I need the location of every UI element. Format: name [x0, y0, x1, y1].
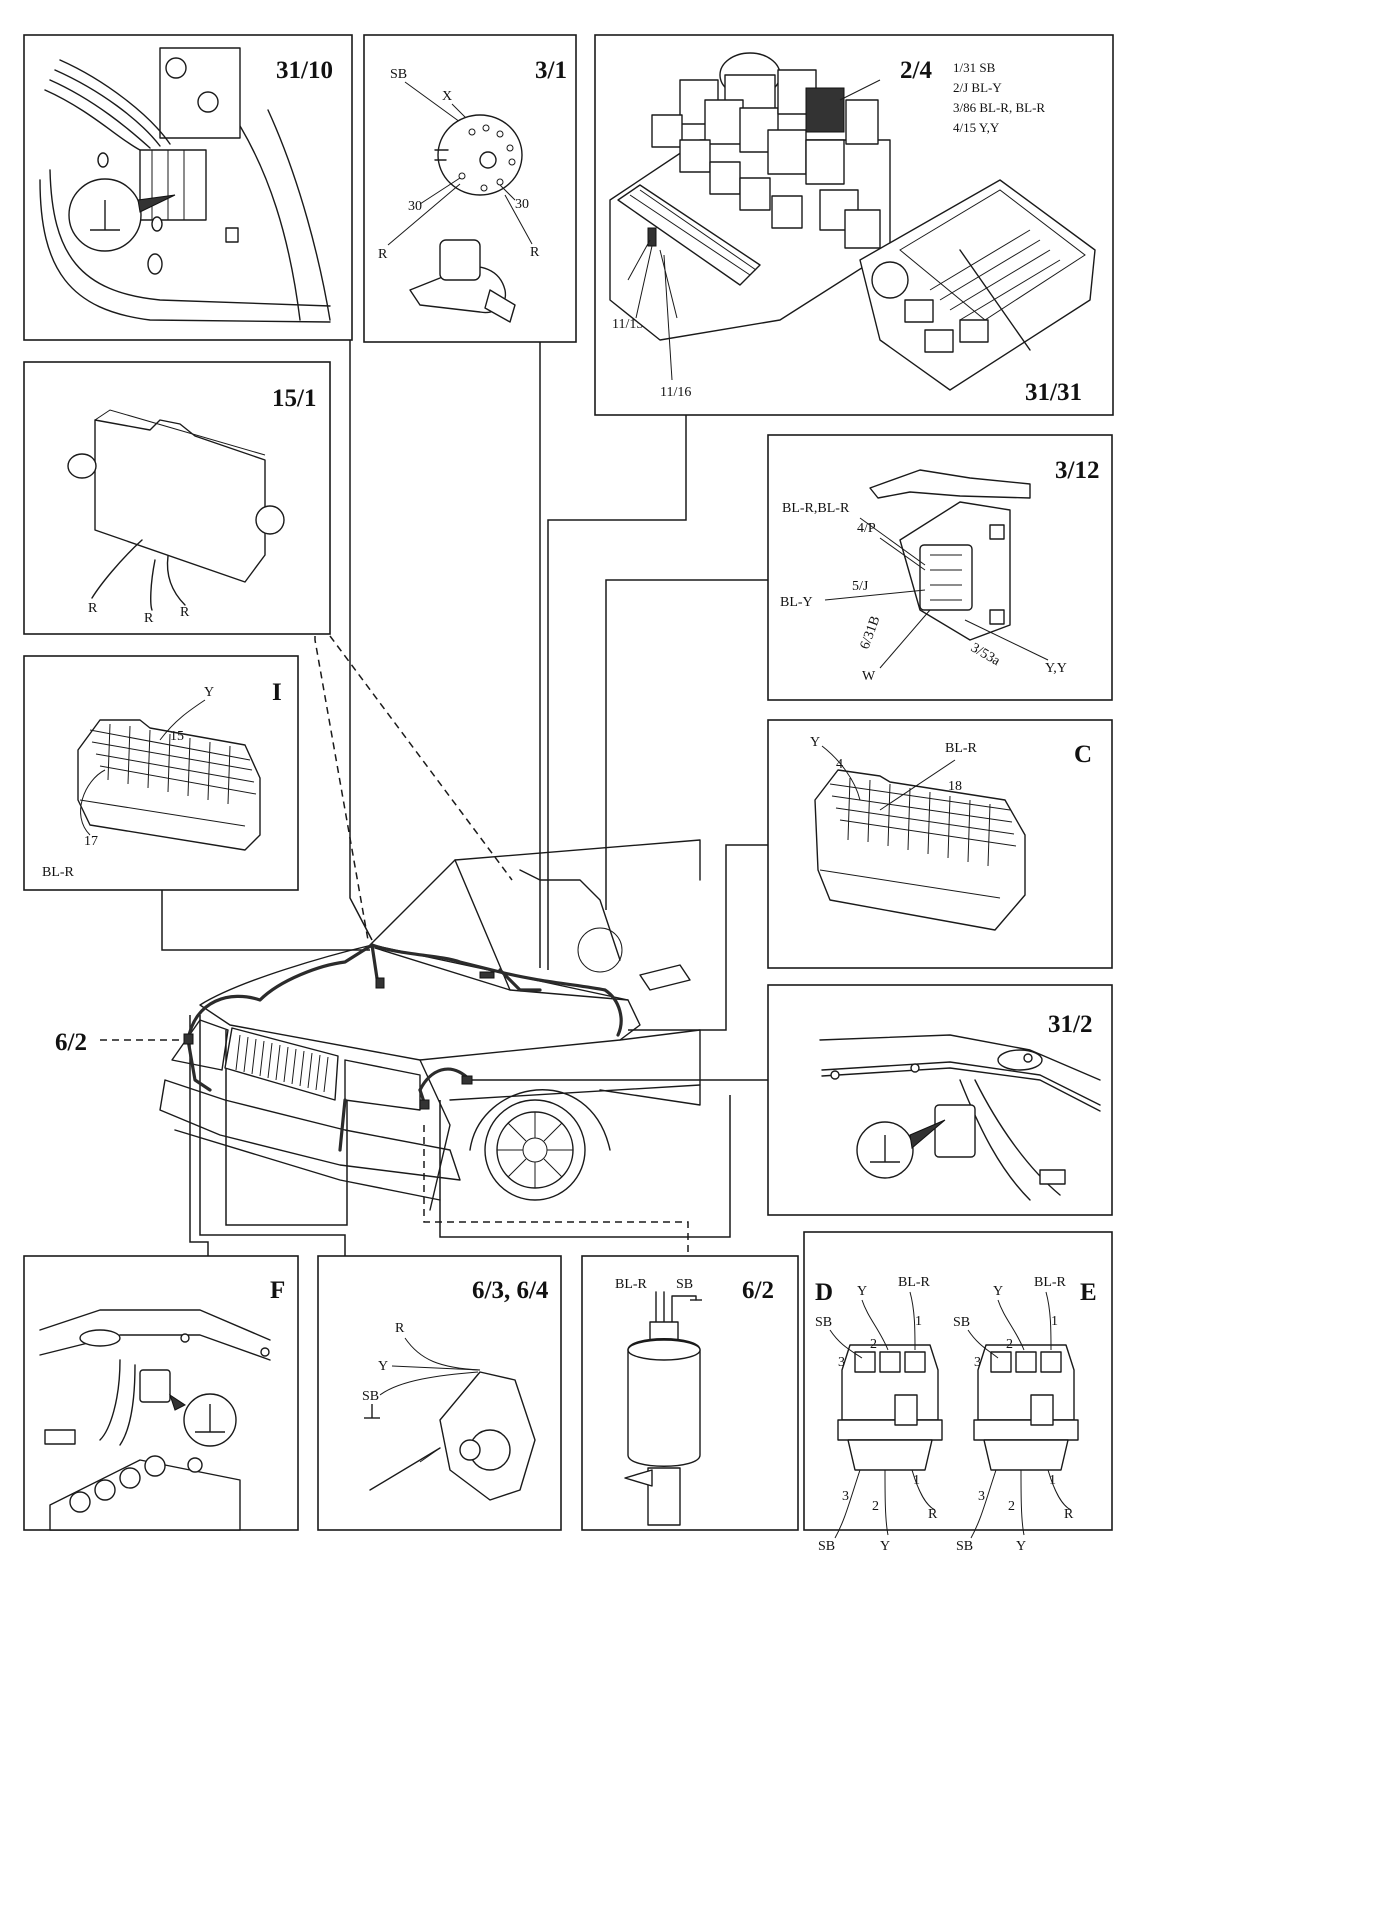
- connection-lines: [100, 340, 768, 1256]
- panel-title: 31/2: [1048, 1011, 1092, 1038]
- wire-label: Y: [1016, 1539, 1026, 1554]
- wire-label: SB: [953, 1315, 970, 1330]
- panel-3-12: 3/12 BL-R,BL-R 4/P 5/J BL-Y 6/31B W 3/53…: [767, 434, 1113, 701]
- panel-title: 2/4: [900, 57, 932, 84]
- pin-label: 2: [1006, 1337, 1013, 1352]
- panel-title: 3/12: [1055, 457, 1099, 484]
- wire-label: R: [180, 605, 190, 620]
- wire-label: SB: [390, 67, 407, 82]
- panel-6-3-6-4: 6/3, 6/4 R Y SB: [317, 1255, 562, 1531]
- panel-title-e: E: [1080, 1279, 1097, 1306]
- pin-label: 2: [872, 1499, 879, 1514]
- wire-label: BL-Y: [780, 595, 813, 610]
- wire-label: R: [395, 1321, 405, 1336]
- wire-label: R: [928, 1507, 938, 1522]
- panel-title: 3/1: [535, 57, 567, 84]
- panel-c: C Y 4 BL-R 18: [767, 719, 1113, 969]
- pin-label: 3: [838, 1355, 845, 1370]
- pin-label: 3: [842, 1489, 849, 1504]
- wire-label: R: [1064, 1507, 1074, 1522]
- wire-label: SB: [956, 1539, 973, 1554]
- car-label-6-2: 6/2: [55, 1029, 87, 1056]
- pin-label: 2: [870, 1337, 877, 1352]
- panel-title: 31/10: [276, 57, 333, 84]
- wire-label: Y,Y: [1045, 661, 1067, 676]
- wiring-diagram: 31/10 3/1 SB X 30 30 R R: [23, 34, 1114, 1554]
- wire-label: Y: [880, 1539, 890, 1554]
- pin-note: 3/86 BL-R, BL-R: [953, 100, 1045, 115]
- pin-label: 5/J: [852, 579, 869, 594]
- pin-label: 11/16: [660, 385, 691, 400]
- pin-note: 1/31 SB: [953, 60, 996, 75]
- panel-6-2: 6/2 BL-R SB: [581, 1255, 799, 1531]
- wire-label: Y: [993, 1284, 1003, 1299]
- pin-label: 3: [974, 1355, 981, 1370]
- pin-label: 1: [1049, 1473, 1056, 1488]
- pin-label: 1: [913, 1473, 920, 1488]
- connector-e: Y BL-R SB 2 1 3 1 3 2 R SB Y: [953, 1275, 1079, 1554]
- panel-title-d: D: [815, 1279, 833, 1306]
- wire-label: BL-R: [945, 741, 978, 756]
- panel-2-4: 2/4 1/31 SB 2/J BL-Y 3/86 BL-R, BL-R 4/1…: [594, 34, 1114, 416]
- panel-title: 6/3, 6/4: [472, 1277, 549, 1304]
- pin-label: 4/P: [857, 521, 876, 536]
- panel-title: F: [270, 1277, 285, 1304]
- panel-15-1: 15/1 R R R: [23, 361, 331, 635]
- pin-note: 4/15 Y,Y: [953, 120, 1000, 135]
- connector-d: Y BL-R SB 2 1 3 1 3 2 R SB Y: [815, 1275, 943, 1554]
- wire-label: R: [88, 601, 98, 616]
- wire-label: BL-R: [1034, 1275, 1067, 1290]
- pin-label: 17: [84, 834, 98, 849]
- wire-label: SB: [815, 1315, 832, 1330]
- wire-label: R: [530, 245, 540, 260]
- wire-label: BL-R: [615, 1277, 648, 1292]
- panel-d-e: D E Y BL-R SB 2 1 3 1 3 2 R SB Y: [803, 1231, 1113, 1554]
- panel-title-secondary: 31/31: [1025, 379, 1082, 406]
- wire-label: Y: [857, 1284, 867, 1299]
- panel-f: F: [23, 1255, 299, 1531]
- panel-i: I Y 15 17 BL-R: [23, 655, 299, 891]
- wire-label: R: [144, 611, 154, 626]
- pin-note: 2/J BL-Y: [953, 80, 1002, 95]
- wire-label: R: [378, 247, 388, 262]
- panel-title: 15/1: [272, 385, 316, 412]
- wire-label: Y: [810, 735, 820, 750]
- wire-label: Y: [204, 685, 214, 700]
- wire-label: SB: [362, 1389, 379, 1404]
- wire-label: BL-R,BL-R: [782, 501, 850, 516]
- pin-label: 15: [170, 729, 184, 744]
- panel-title: I: [272, 679, 282, 706]
- pin-label: 4: [836, 757, 843, 772]
- wire-label: Y: [378, 1359, 388, 1374]
- panel-3-1: 3/1 SB X 30 30 R R: [363, 34, 577, 343]
- pin-label: 18: [948, 779, 962, 794]
- panel-31-2: 31/2: [767, 984, 1113, 1216]
- pin-label: 30: [515, 197, 529, 212]
- pin-label: 1: [1051, 1314, 1058, 1329]
- pin-label: 30: [408, 199, 422, 214]
- pin-label: 2: [1008, 1499, 1015, 1514]
- wire-label: X: [442, 89, 452, 104]
- car-illustration: 6/2: [55, 839, 701, 1211]
- wire-label: SB: [818, 1539, 835, 1554]
- panel-title: C: [1074, 741, 1092, 768]
- pin-label: 1: [915, 1314, 922, 1329]
- wire-label: W: [862, 669, 876, 684]
- panel-title: 6/2: [742, 1277, 774, 1304]
- wire-label: BL-R: [42, 865, 75, 880]
- wire-label: SB: [676, 1277, 693, 1292]
- panel-31-10: 31/10: [23, 34, 353, 341]
- wire-label: BL-R: [898, 1275, 931, 1290]
- pin-label: 3: [978, 1489, 985, 1504]
